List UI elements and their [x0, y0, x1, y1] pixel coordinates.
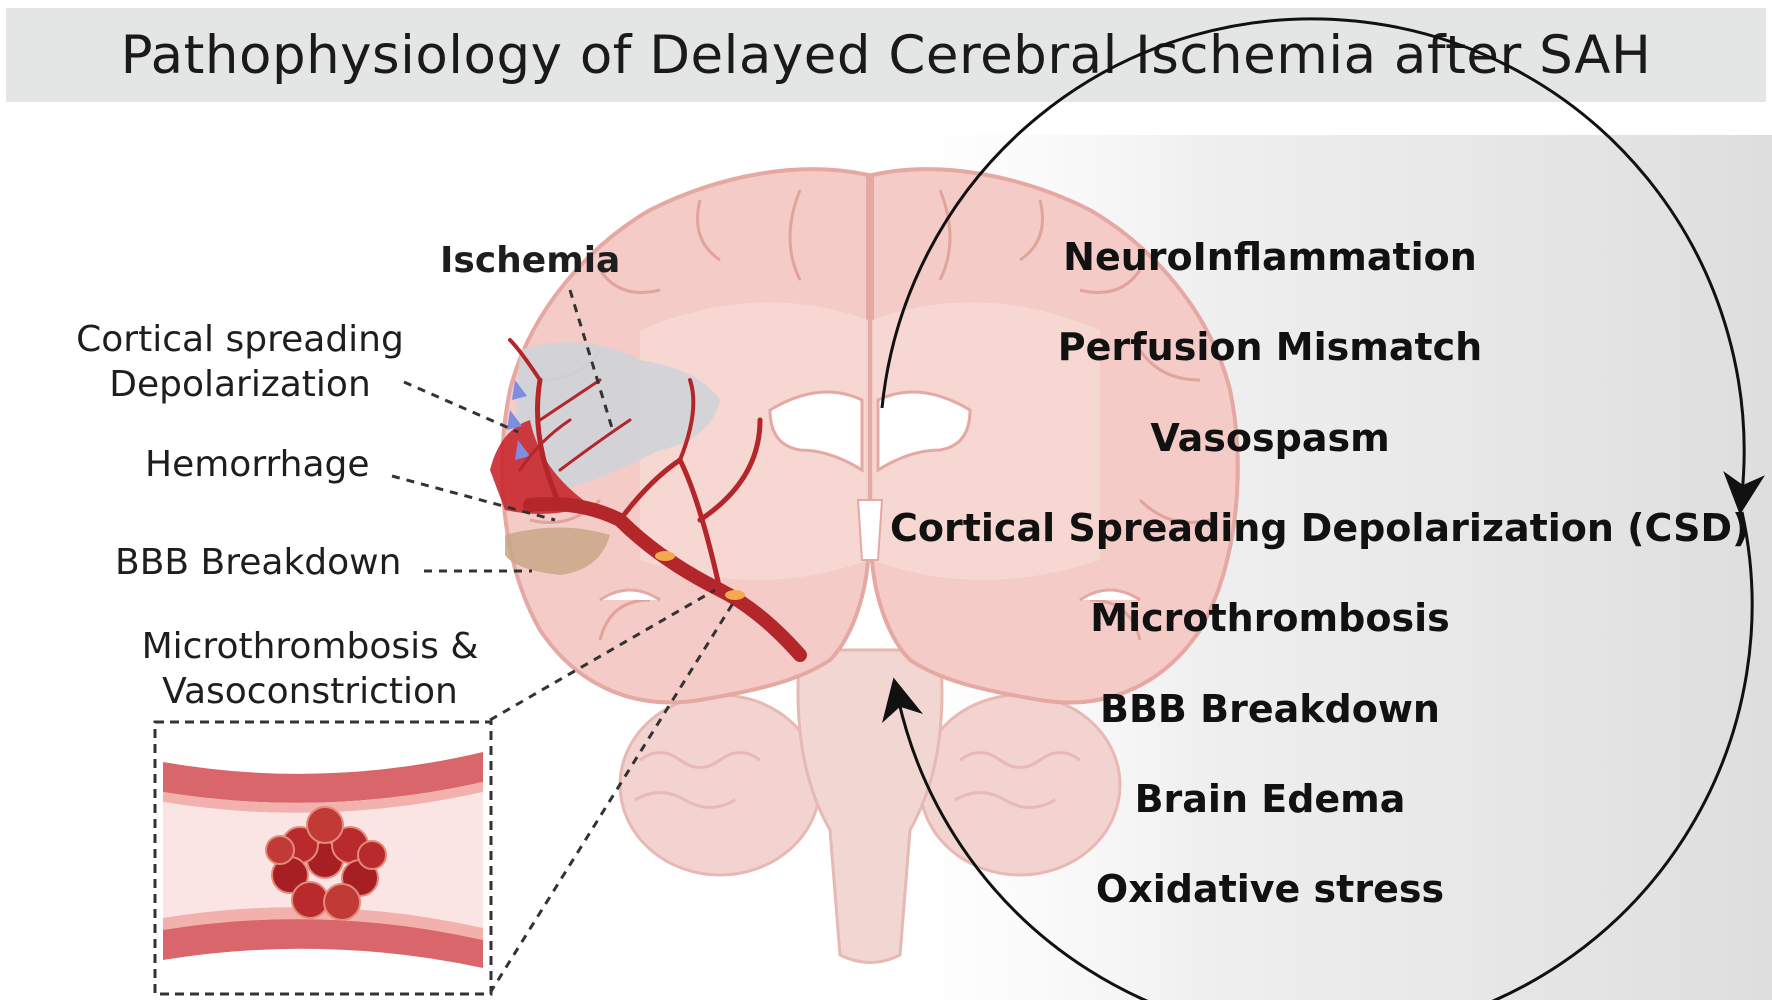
right-ventricle — [876, 390, 972, 473]
hemorrhage-zone — [490, 420, 590, 514]
leader-micro-top — [489, 588, 716, 722]
cycle-item-perfusion-mismatch: Perfusion Mismatch — [1057, 325, 1483, 369]
leader-lines — [391, 289, 737, 994]
page-title: Pathophysiology of Delayed Cerebral Isch… — [120, 24, 1652, 86]
cycle-arrow-top — [880, 17, 1765, 515]
label-micro-line1: Microthrombosis & — [141, 626, 479, 667]
leader-hemorrhage — [391, 474, 556, 522]
left-ventricle — [768, 390, 864, 473]
microthrombus — [265, 806, 387, 921]
cycle-item-microthrombosis: Microthrombosis — [1090, 596, 1450, 640]
label-hemorrhage: Hemorrhage — [145, 444, 370, 485]
cycle-item-bbb-breakdown: BBB Breakdown — [1100, 687, 1440, 731]
title-bar: Pathophysiology of Delayed Cerebral Isch… — [6, 8, 1766, 102]
cycle-arrow-bottom — [882, 511, 1754, 1000]
cycle-item-neuroinflammation: NeuroInflammation — [1063, 235, 1477, 279]
label-bbb-breakdown: BBB Breakdown — [115, 542, 402, 583]
label-ischemia: Ischemia — [440, 240, 621, 281]
cycle-item-oxidative-stress: Oxidative stress — [1095, 867, 1445, 911]
leader-csd — [403, 380, 519, 434]
cycle-item-csd: Cortical Spreading Depolarization (CSD) — [890, 506, 1750, 550]
leader-ischemia — [568, 289, 614, 429]
label-csd-line1: Cortical spreading — [76, 319, 404, 360]
cycle-item-vasospasm: Vasospasm — [1150, 416, 1390, 460]
third-ventricle — [856, 499, 884, 561]
bbb-breakdown-zone — [505, 527, 610, 575]
leader-micro-bottom — [488, 599, 737, 994]
cycle-item-brain-edema: Brain Edema — [1134, 777, 1406, 821]
label-micro-line2: Vasoconstriction — [162, 671, 458, 712]
label-csd-line2: Depolarization — [109, 364, 371, 405]
ischemia-zone — [515, 342, 720, 490]
vessel-clots — [655, 551, 745, 600]
csd-markers — [507, 380, 530, 460]
